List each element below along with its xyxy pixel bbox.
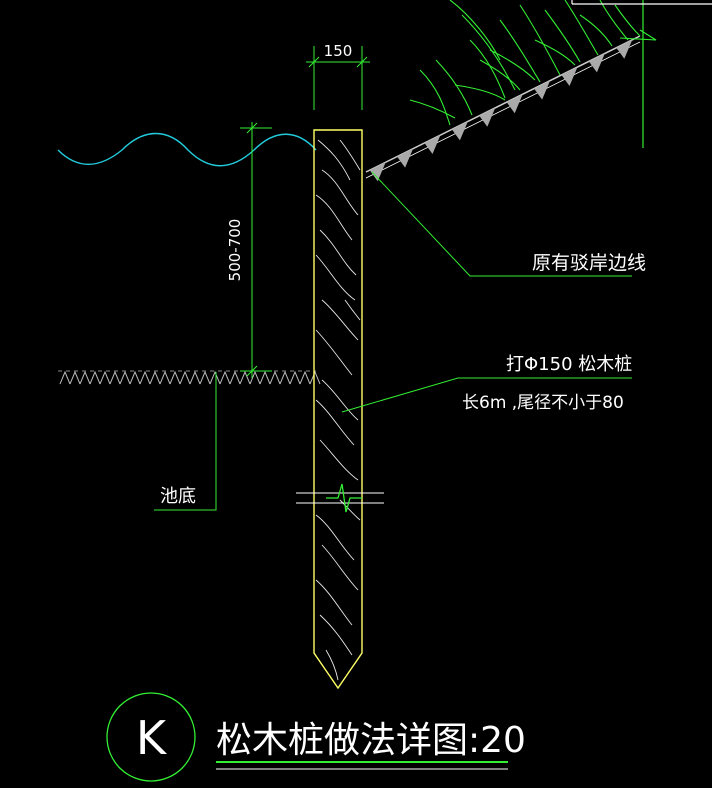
ground-hatch-mark [109,370,121,385]
ground-hatch-mark [59,370,71,385]
pile-spec-label-line1: 打Φ150 松木桩 [506,354,632,375]
bank-line-leader [371,171,632,277]
ground-hatch-mark [169,370,181,385]
slope-stone-mark [534,80,551,100]
pile-spec-label-line2: 长6m ,尾径不小于80 [462,393,624,413]
ground-hatch-mark [259,370,271,385]
ground-hatch-mark [129,370,141,385]
detail-title: 松木桩做法详图:20 [216,720,526,761]
slope-stone-mark [369,162,386,182]
pool-bottom-leader [154,372,217,511]
bank-line-label: 原有驳岸边线 [532,252,646,274]
break-zigzag [326,483,362,513]
ground-hatch-mark [189,370,201,385]
slope-end-cap [619,29,657,41]
water-depth-label: 500-700 [226,219,244,282]
ground-hatch-mark [159,370,171,385]
ground-hatch-mark [239,370,251,385]
water-surface-line [57,132,317,167]
ground-hatch-mark [199,370,211,385]
pile-width-dimension [306,46,370,110]
detail-symbol-letter: K [136,711,168,765]
pool-bottom-ground [58,370,321,385]
ground-hatch-mark [69,370,81,385]
ground-hatch-mark [179,370,191,385]
ground-hatch-mark [229,370,241,385]
ground-hatch-mark [149,370,161,385]
ground-hatch-mark [119,370,131,385]
detail-title-text: 松木桩做法详图 [216,720,468,761]
pile-spec-leader [341,377,632,413]
pool-bottom-label: 池底 [160,486,196,507]
ground-hatch-mark [279,370,291,385]
slope-stone-mark [616,39,633,59]
ground-hatch-mark [219,370,231,385]
pine-pile [296,129,384,690]
break-symbol [296,492,384,504]
ground-hatch-mark [249,370,261,385]
bank-slope [365,0,712,182]
ground-hatch-mark [79,370,91,385]
slope-stone-mark [397,148,414,168]
slope-stone-mark [451,121,468,141]
detail-symbol-circle [106,692,196,782]
slope-stone-mark [479,107,496,127]
ground-hatch-mark [289,370,301,385]
detail-title-scale: :20 [468,720,526,761]
slope-stone-mark [561,67,578,86]
slope-stone-mark [588,53,605,73]
water-depth-dimension [240,122,272,378]
ground-hatch-mark [299,370,311,385]
grass-blades [409,0,641,126]
slope-stone-mark [506,94,523,114]
pile-width-label: 150 [324,42,353,60]
ground-hatch-mark [139,370,151,385]
ground-hatch-mark [269,370,281,385]
ground-hatch-mark [89,370,101,385]
pile-outline [313,129,363,690]
wood-grain [315,139,361,681]
ground-hatch-mark [99,370,111,385]
ground-hatch-mark [209,370,221,385]
ground-hatch-mark [309,370,321,385]
slope-stone-mark [424,135,441,154]
